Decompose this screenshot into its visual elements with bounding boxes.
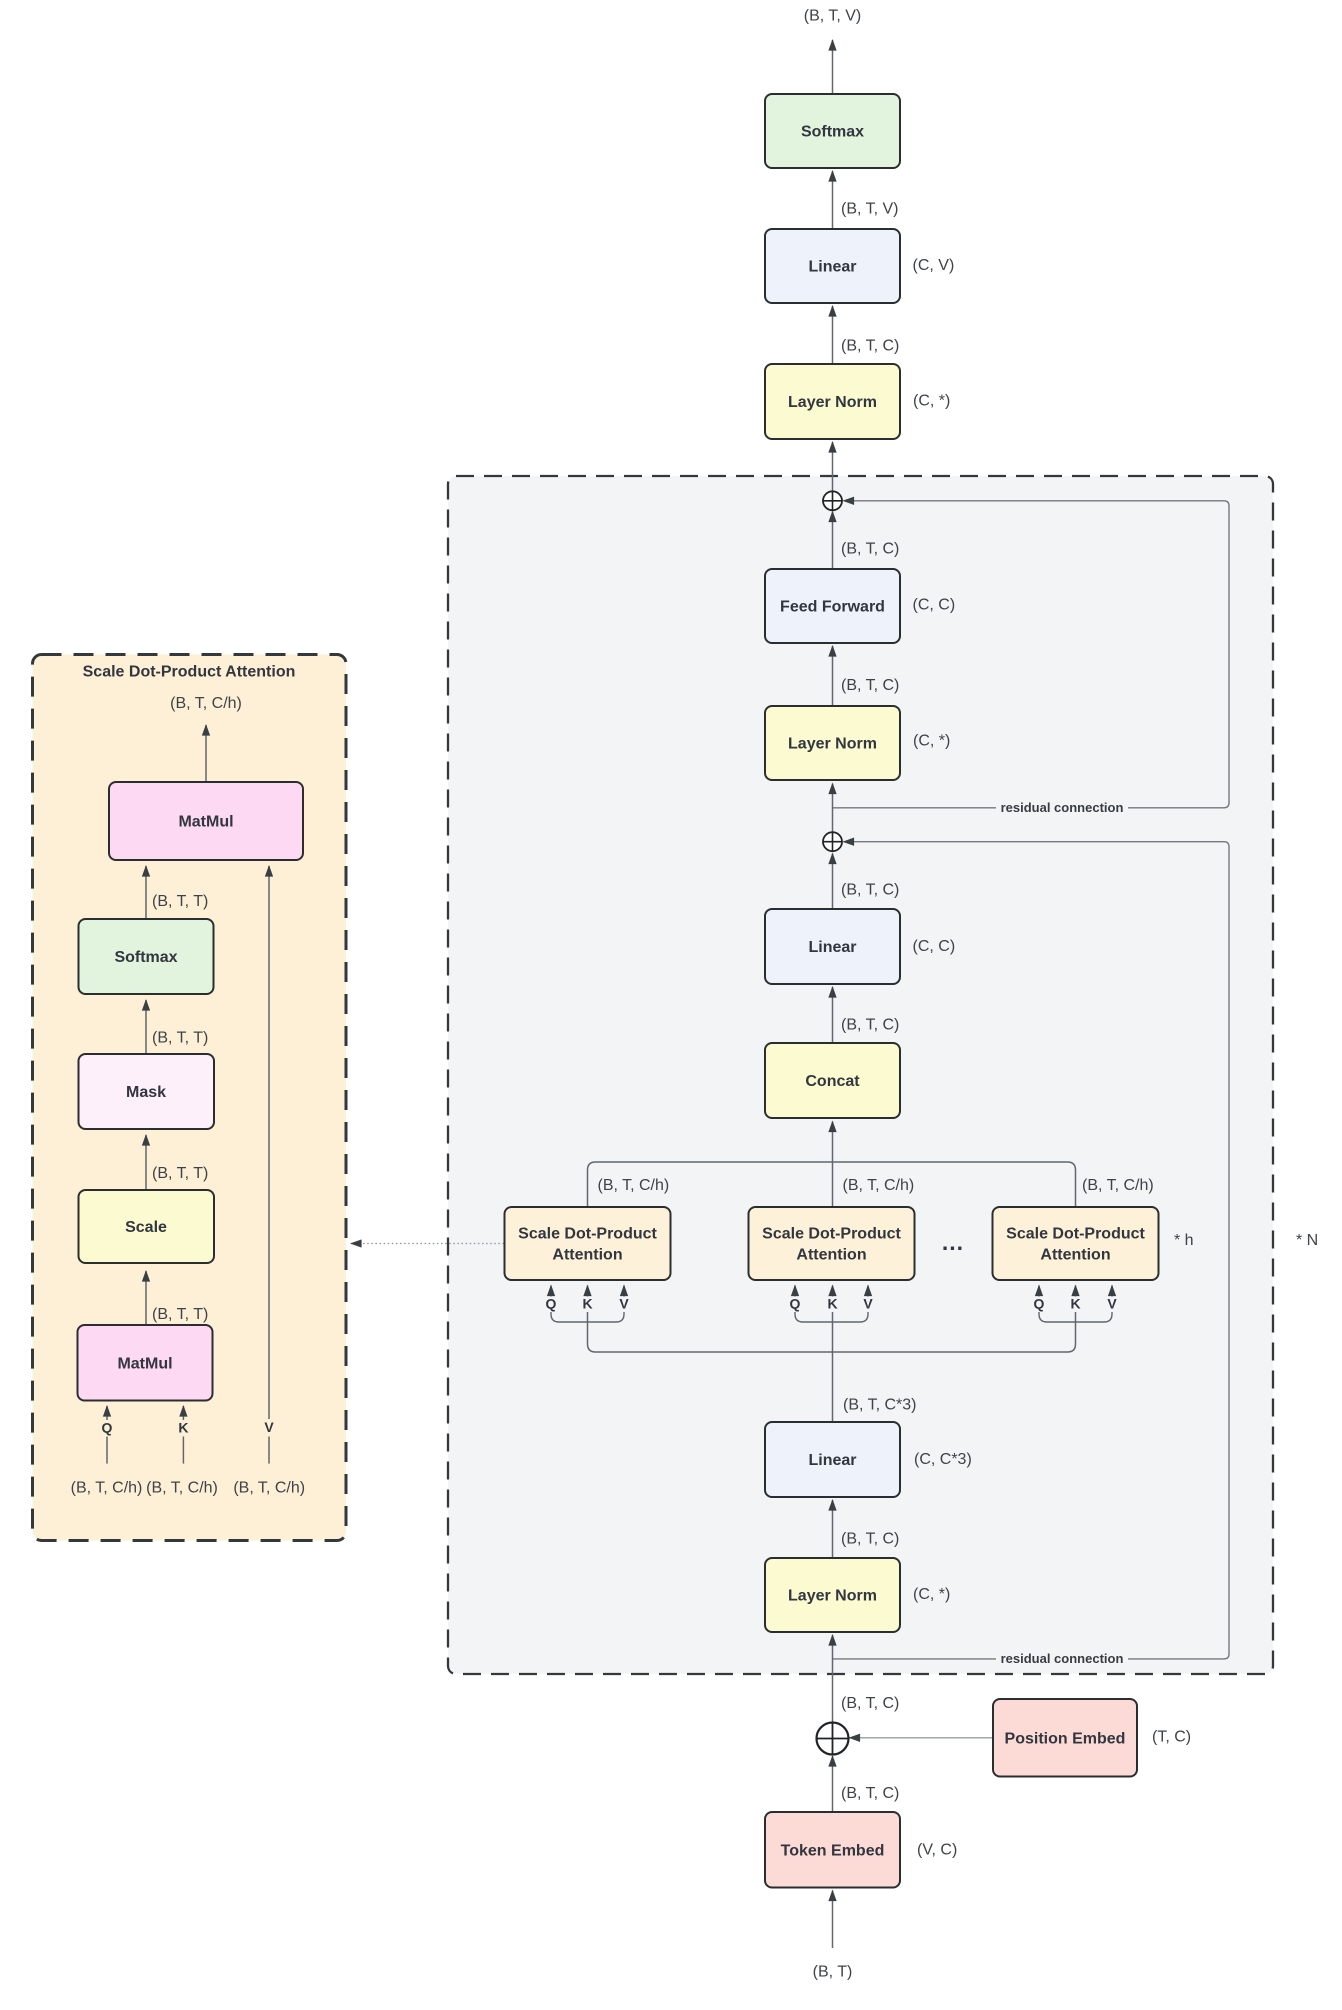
svg-text:Q: Q bbox=[1034, 1296, 1045, 1312]
svg-text:* h: * h bbox=[1174, 1232, 1194, 1249]
svg-text:Concat: Concat bbox=[805, 1073, 860, 1090]
svg-text:Scale Dot-Product Attention: Scale Dot-Product Attention bbox=[83, 664, 296, 681]
svg-text:V: V bbox=[264, 1419, 274, 1435]
svg-text:(B, T, T): (B, T, T) bbox=[152, 893, 208, 910]
svg-text:(C, C): (C, C) bbox=[913, 938, 956, 955]
svg-text:Softmax: Softmax bbox=[801, 124, 864, 141]
svg-text:Q: Q bbox=[546, 1296, 557, 1312]
svg-text:Attention: Attention bbox=[796, 1247, 866, 1264]
svg-text:Attention: Attention bbox=[1040, 1247, 1110, 1264]
svg-text:(B, T, C): (B, T, C) bbox=[841, 338, 899, 355]
svg-text:(B, T, C/h): (B, T, C/h) bbox=[170, 695, 242, 712]
svg-text:Layer Norm: Layer Norm bbox=[788, 736, 877, 753]
svg-text:(B, T, C): (B, T, C) bbox=[841, 541, 899, 558]
svg-text:Scale Dot-Product: Scale Dot-Product bbox=[1006, 1226, 1145, 1243]
svg-text:(C, *): (C, *) bbox=[913, 733, 950, 750]
svg-text:K: K bbox=[178, 1420, 188, 1436]
svg-text:(B, T, C): (B, T, C) bbox=[841, 1531, 899, 1548]
svg-text:V: V bbox=[863, 1296, 873, 1312]
svg-text:Token Embed: Token Embed bbox=[781, 1843, 885, 1860]
svg-text:K: K bbox=[1070, 1296, 1080, 1312]
svg-text:(B, T, C): (B, T, C) bbox=[841, 1785, 899, 1802]
svg-text:(B, T, C): (B, T, C) bbox=[841, 1695, 899, 1712]
svg-text:(C, *): (C, *) bbox=[913, 393, 950, 410]
svg-text:(B, T, C/h): (B, T, C/h) bbox=[843, 1177, 915, 1194]
svg-text:(C, V): (C, V) bbox=[913, 257, 955, 274]
svg-text:Q: Q bbox=[102, 1420, 113, 1436]
svg-text:Layer Norm: Layer Norm bbox=[788, 1588, 877, 1605]
svg-text:(B, T, C*3): (B, T, C*3) bbox=[843, 1397, 917, 1414]
svg-text:(B, T, V): (B, T, V) bbox=[841, 201, 899, 218]
svg-text:(B, T, C): (B, T, C) bbox=[841, 882, 899, 899]
svg-text:K: K bbox=[827, 1296, 837, 1312]
svg-text:(B, T, C): (B, T, C) bbox=[841, 1017, 899, 1034]
svg-text:Linear: Linear bbox=[808, 1452, 856, 1469]
svg-text:...: ... bbox=[942, 1229, 964, 1255]
svg-text:(B, T, V): (B, T, V) bbox=[804, 8, 862, 25]
svg-text:Feed Forward: Feed Forward bbox=[780, 599, 885, 616]
svg-text:Linear: Linear bbox=[808, 259, 856, 276]
svg-text:V: V bbox=[619, 1296, 629, 1312]
svg-text:Scale: Scale bbox=[125, 1219, 167, 1236]
svg-text:(V, C): (V, C) bbox=[917, 1842, 957, 1859]
svg-text:(B, T, C/h): (B, T, C/h) bbox=[71, 1480, 143, 1497]
svg-text:residual connection: residual connection bbox=[1001, 800, 1124, 815]
svg-text:Position Embed: Position Embed bbox=[1005, 1731, 1126, 1748]
svg-text:(B, T): (B, T) bbox=[813, 1964, 853, 1981]
svg-text:(B, T, T): (B, T, T) bbox=[152, 1030, 208, 1047]
svg-text:(B, T, C/h): (B, T, C/h) bbox=[146, 1480, 218, 1497]
svg-text:V: V bbox=[1107, 1296, 1117, 1312]
svg-text:(B, T, C/h): (B, T, C/h) bbox=[1082, 1177, 1154, 1194]
svg-text:MatMul: MatMul bbox=[117, 1356, 172, 1373]
svg-text:(C, C): (C, C) bbox=[913, 597, 956, 614]
svg-text:(T, C): (T, C) bbox=[1152, 1729, 1191, 1746]
svg-text:Layer Norm: Layer Norm bbox=[788, 394, 877, 411]
svg-text:(B, T, T): (B, T, T) bbox=[152, 1165, 208, 1182]
svg-text:MatMul: MatMul bbox=[178, 814, 233, 831]
svg-text:Scale Dot-Product: Scale Dot-Product bbox=[518, 1226, 657, 1243]
svg-text:Q: Q bbox=[790, 1296, 801, 1312]
svg-text:(B, T, C/h): (B, T, C/h) bbox=[233, 1480, 305, 1497]
svg-text:(B, T, T): (B, T, T) bbox=[152, 1306, 208, 1323]
svg-text:Attention: Attention bbox=[552, 1247, 622, 1264]
svg-text:Scale Dot-Product: Scale Dot-Product bbox=[762, 1226, 901, 1243]
svg-text:* N: * N bbox=[1296, 1232, 1318, 1249]
svg-text:K: K bbox=[582, 1296, 592, 1312]
svg-text:(B, T, C): (B, T, C) bbox=[841, 677, 899, 694]
svg-text:Mask: Mask bbox=[126, 1084, 166, 1101]
svg-text:Softmax: Softmax bbox=[114, 949, 177, 966]
svg-text:(B, T, C/h): (B, T, C/h) bbox=[598, 1177, 670, 1194]
svg-text:(C, C*3): (C, C*3) bbox=[914, 1451, 972, 1468]
svg-text:(C, *): (C, *) bbox=[913, 1586, 950, 1603]
svg-text:Linear: Linear bbox=[808, 939, 856, 956]
svg-text:residual connection: residual connection bbox=[1001, 1651, 1124, 1666]
